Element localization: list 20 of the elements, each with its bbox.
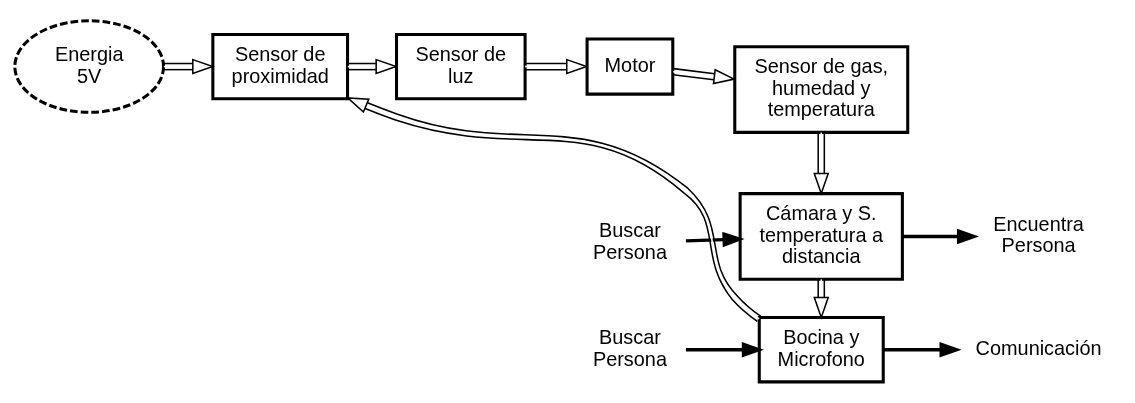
arrow	[685, 231, 745, 248]
node-box: Motor	[585, 37, 675, 96]
arrow	[672, 67, 737, 85]
arrow	[347, 58, 399, 75]
node-box: Sensor de proximidad	[211, 32, 350, 101]
arrow	[813, 131, 830, 196]
node-box: Cámara y S. temperatura a distancia	[738, 192, 904, 281]
node-text: Comunicación	[975, 336, 1102, 359]
node-ellipse: Energia 5V	[13, 19, 166, 114]
arrow	[883, 342, 962, 358]
node-text: Buscar Persona	[592, 219, 667, 263]
node-box: Sensor de gas, humedad y temperatura	[733, 45, 910, 134]
node-text: Encuentra Persona	[993, 212, 1084, 257]
node-text: Buscar Persona	[592, 326, 667, 370]
node-box: Bocina y Microfono	[757, 316, 885, 384]
arrow	[163, 58, 216, 75]
node-box: Sensor de luz	[395, 32, 527, 101]
arrow	[902, 228, 980, 245]
arrow	[685, 342, 764, 358]
arrow	[524, 58, 589, 75]
